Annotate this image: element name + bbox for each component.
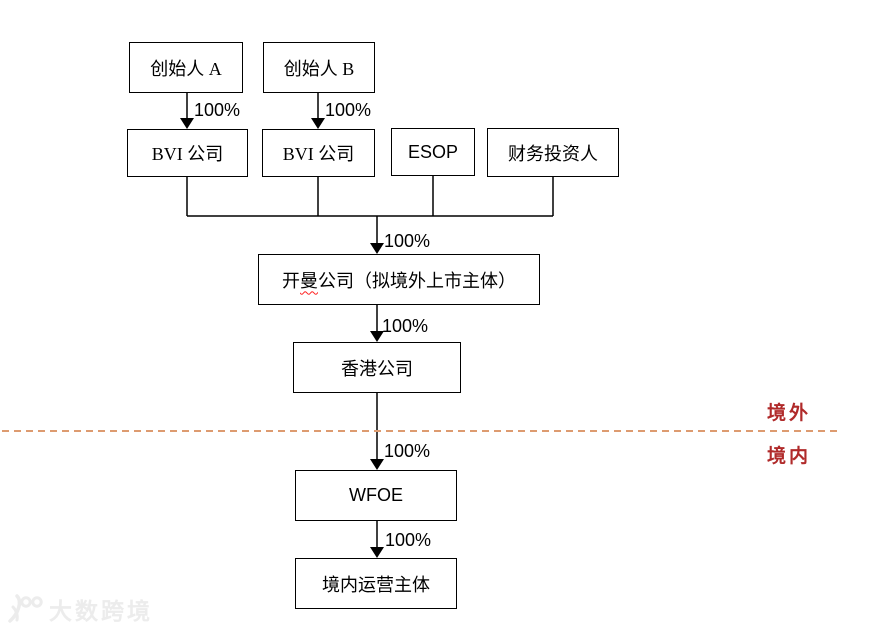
edge-label-hongkong-wfoe: 100%	[384, 441, 431, 461]
node-domestic-operating-entity: 境内运营主体	[295, 558, 457, 609]
node-esop: ESOP	[391, 128, 475, 176]
edge-label-group-cayman: 100%	[384, 231, 431, 251]
edge-label-wfoe-domestic: 100%	[385, 530, 432, 550]
cayman-label-prefix: 开	[282, 270, 300, 291]
node-cayman-company: 开曼公司（拟境外上市主体）	[258, 254, 540, 305]
region-label-offshore: 境外	[767, 403, 812, 424]
node-founder-b: 创始人 B	[263, 42, 375, 93]
cayman-label-wavy-part: 曼	[300, 270, 318, 291]
node-hongkong-company: 香港公司	[293, 342, 461, 393]
edge-label-founder-b-bvi: 100%	[325, 100, 372, 120]
region-label-onshore: 境内	[767, 446, 812, 467]
node-financial-investor: 财务投资人	[487, 128, 619, 177]
cayman-label-suffix: 公司（拟境外上市主体）	[318, 270, 516, 291]
edge-label-cayman-hongkong: 100%	[382, 316, 429, 336]
watermark-text: 大数跨境	[49, 598, 153, 624]
node-wfoe: WFOE	[295, 470, 457, 521]
node-founder-a: 创始人 A	[129, 42, 243, 93]
watermark-logo-icon	[8, 594, 43, 623]
node-bvi-company-2: BVI 公司	[262, 129, 375, 177]
watermark: 大数跨境	[6, 592, 153, 626]
node-bvi-company-1: BVI 公司	[127, 129, 248, 177]
edge-label-founder-a-bvi: 100%	[194, 100, 241, 120]
